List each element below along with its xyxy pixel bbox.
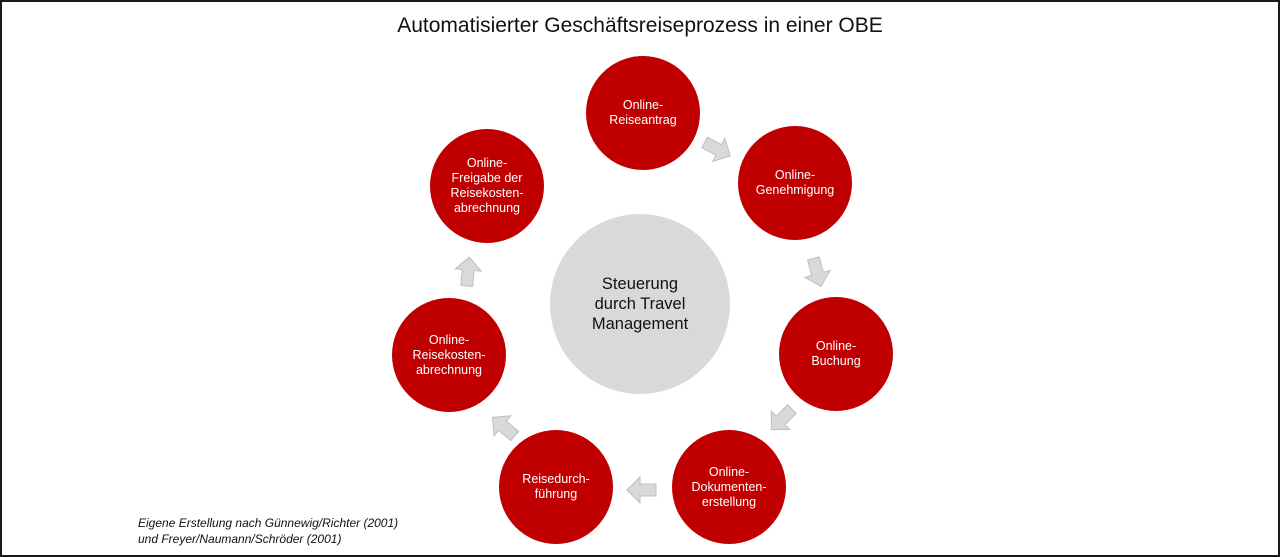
- diagram-title: Automatisierter Geschäftsreiseprozess in…: [397, 14, 883, 37]
- step-online-dokumentenerstellung: Online- Dokumenten- erstellung: [672, 430, 786, 544]
- step-label: Reisedurch- führung: [522, 472, 590, 501]
- step-online-freigabe: Online- Freigabe der Reisekosten- abrech…: [430, 129, 544, 243]
- center-hub: Steuerung durch Travel Management: [550, 214, 730, 394]
- step-label: Online- Freigabe der Reisekosten- abrech…: [450, 156, 524, 215]
- arrow-right-icon: [803, 256, 832, 288]
- step-label: Online- Buchung: [811, 339, 861, 368]
- step-online-buchung: Online- Buchung: [779, 297, 893, 411]
- center-hub-label: Steuerung durch Travel Management: [591, 275, 689, 333]
- source-caption: Eigene Erstellung nach Günnewig/Richter …: [138, 515, 398, 547]
- step-label: Online- Reiseantrag: [609, 98, 677, 127]
- arrow-right-icon: [770, 404, 797, 431]
- step-reisedurchfuehrung: Reisedurch- führung: [499, 430, 613, 544]
- arrow-right-icon: [453, 256, 483, 288]
- arrow-right-icon: [491, 415, 520, 442]
- arrow-right-icon: [701, 136, 731, 163]
- step-label: Online- Dokumenten- erstellung: [691, 464, 767, 509]
- source-caption-line: Eigene Erstellung nach Günnewig/Richter …: [138, 516, 399, 530]
- step-online-genehmigung: Online- Genehmigung: [738, 126, 852, 240]
- step-label: Online- Reisekosten- abrechnung: [412, 332, 486, 377]
- step-online-reiseantrag: Online- Reiseantrag: [586, 56, 700, 170]
- source-caption-line: und Freyer/Naumann/Schröder (2001): [138, 532, 342, 546]
- step-label: Online- Genehmigung: [755, 168, 835, 197]
- step-online-reisekostenabrechnung: Online- Reisekosten- abrechnung: [392, 298, 506, 412]
- arrow-right-icon: [626, 475, 657, 505]
